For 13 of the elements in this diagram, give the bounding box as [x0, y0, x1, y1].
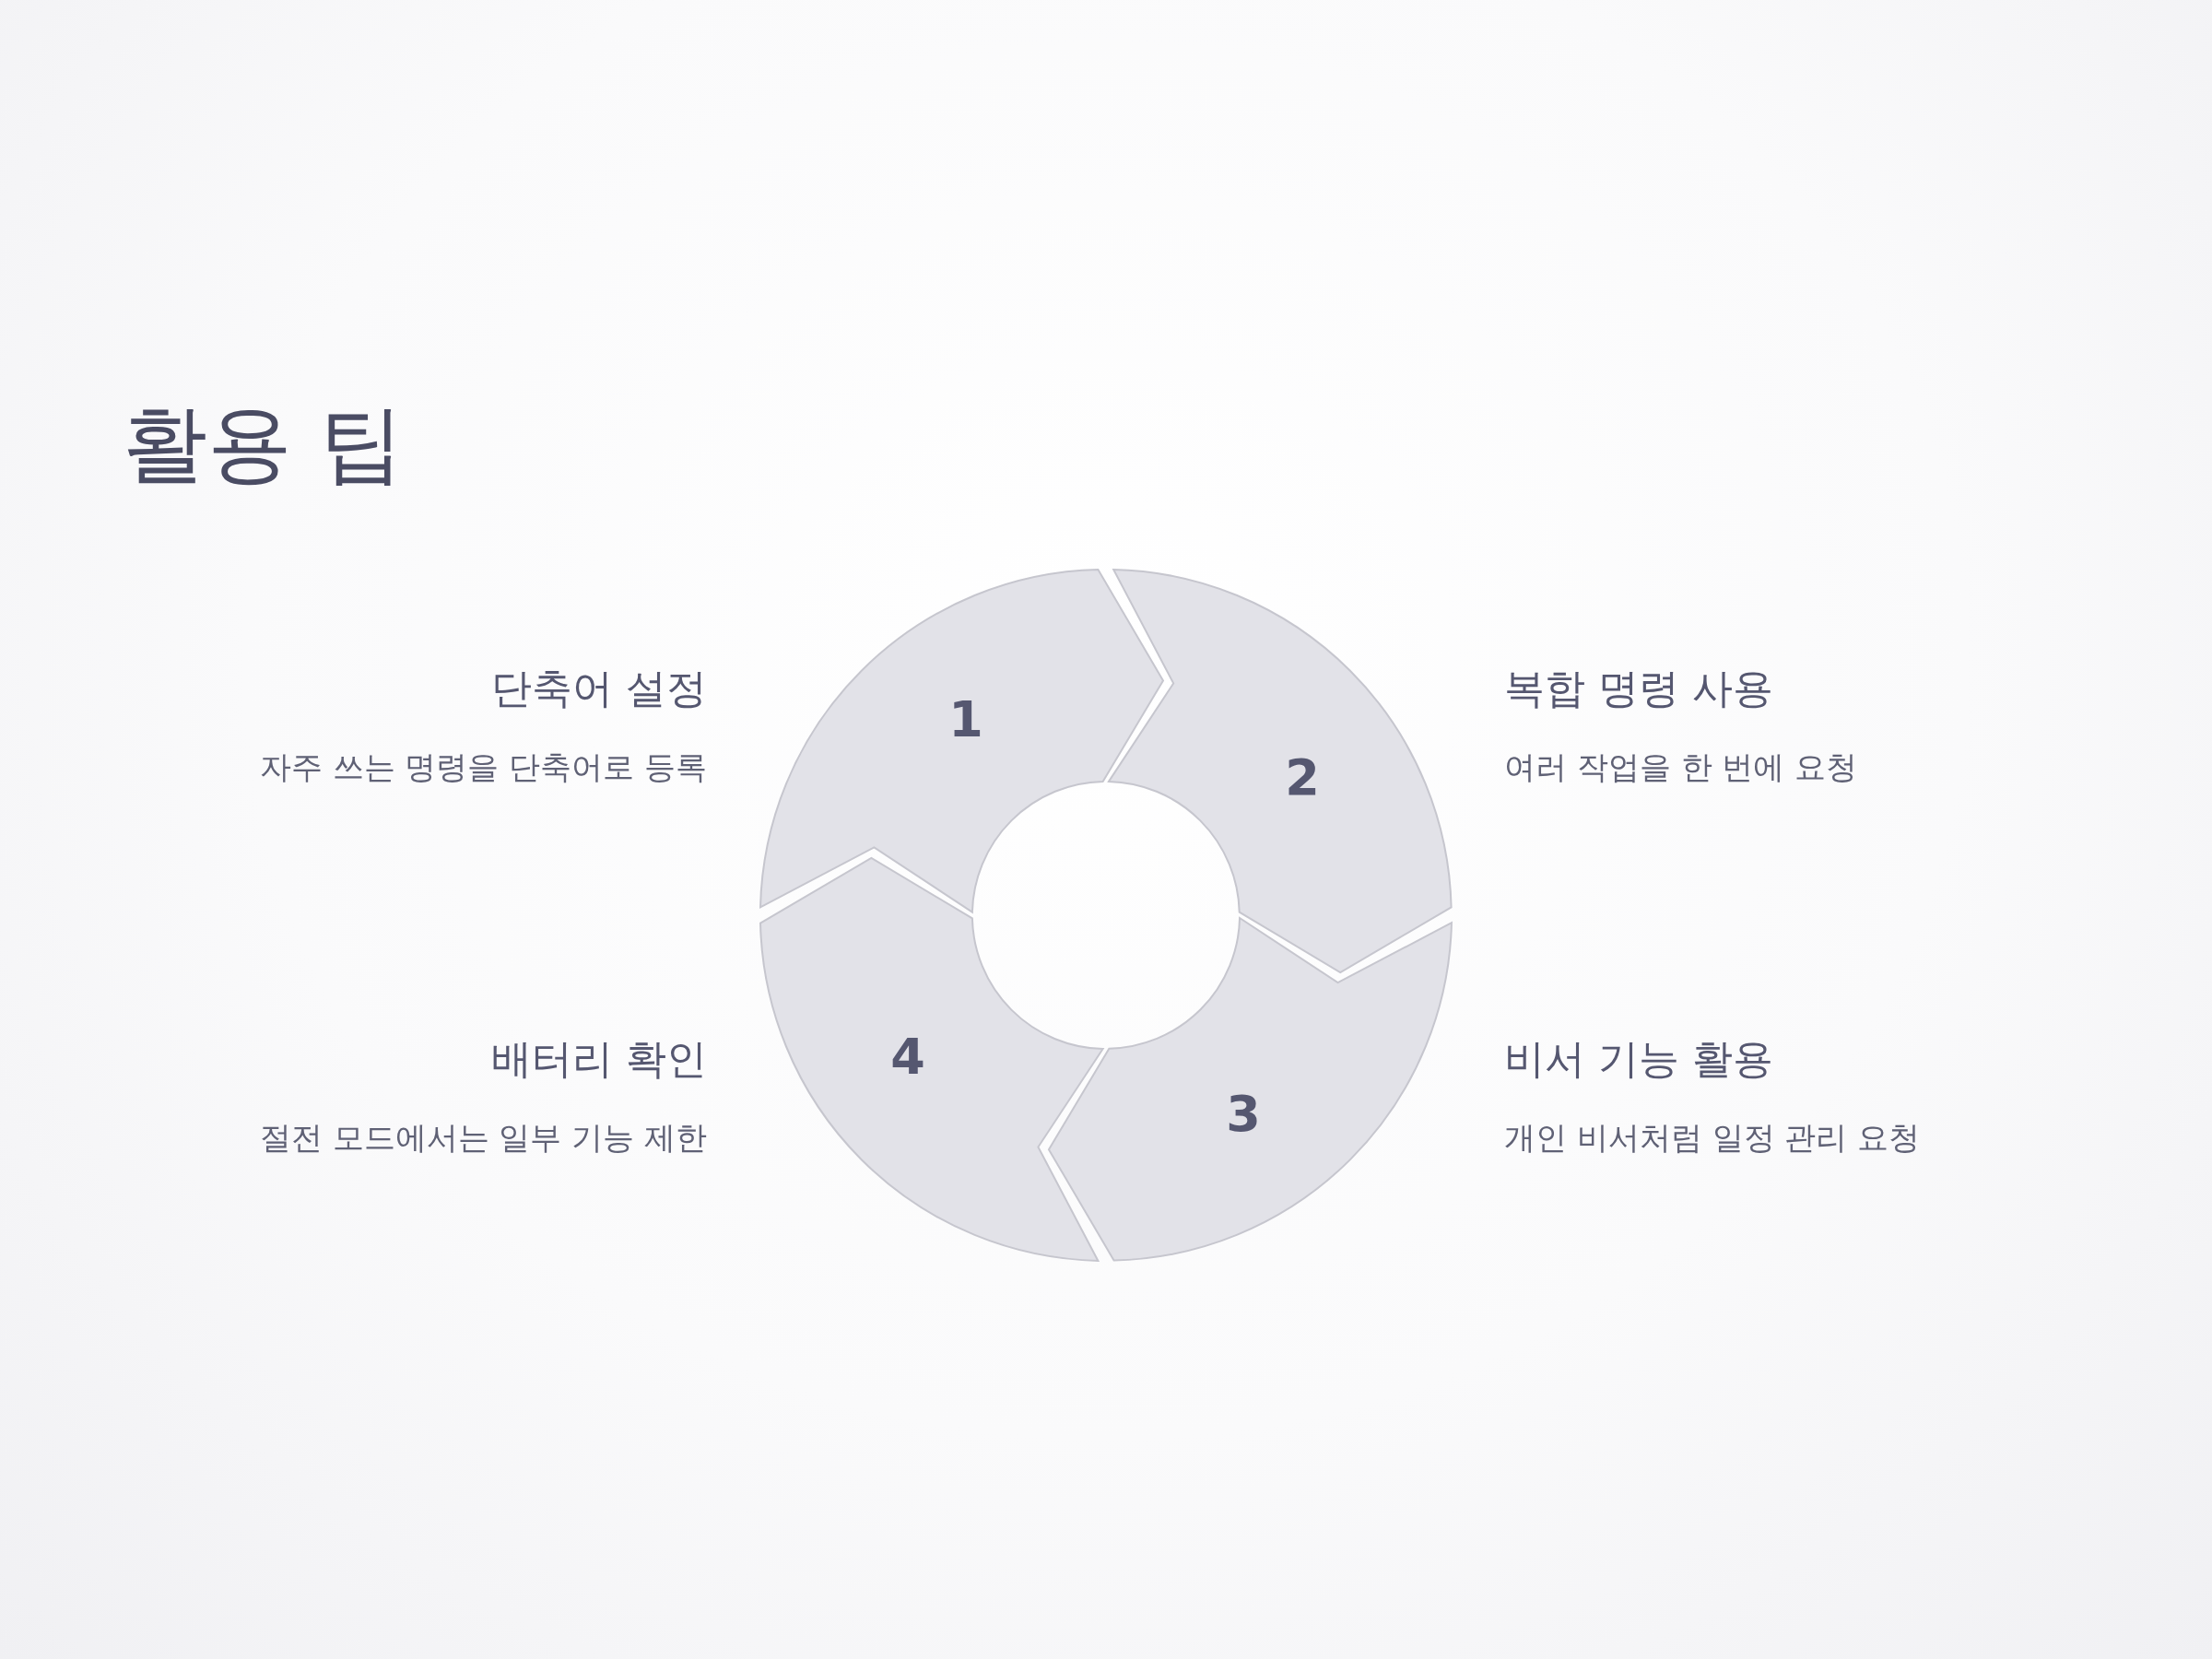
step-number: 3 — [1226, 1084, 1261, 1143]
tip-heading: 단축어 설정 — [491, 664, 707, 713]
step-number: 4 — [890, 1027, 925, 1086]
title: 활용 팁 — [123, 394, 405, 495]
tip-description: 개인 비서처럼 일정 관리 요청 — [1504, 1118, 1921, 1158]
tip-heading: 비서 기능 활용 — [1504, 1034, 1773, 1084]
tip-description: 자주 쓰는 명령을 단축어로 등록 — [259, 747, 707, 787]
tip-heading: 배터리 확인 — [491, 1034, 707, 1084]
tip-heading: 복합 명령 사용 — [1504, 664, 1773, 713]
step-number: 1 — [948, 689, 983, 748]
tip-description: 절전 모드에서는 일부 기능 제한 — [259, 1118, 707, 1158]
tip-description: 여러 작업을 한 번에 요청 — [1504, 747, 1858, 787]
step-number: 2 — [1285, 747, 1320, 806]
